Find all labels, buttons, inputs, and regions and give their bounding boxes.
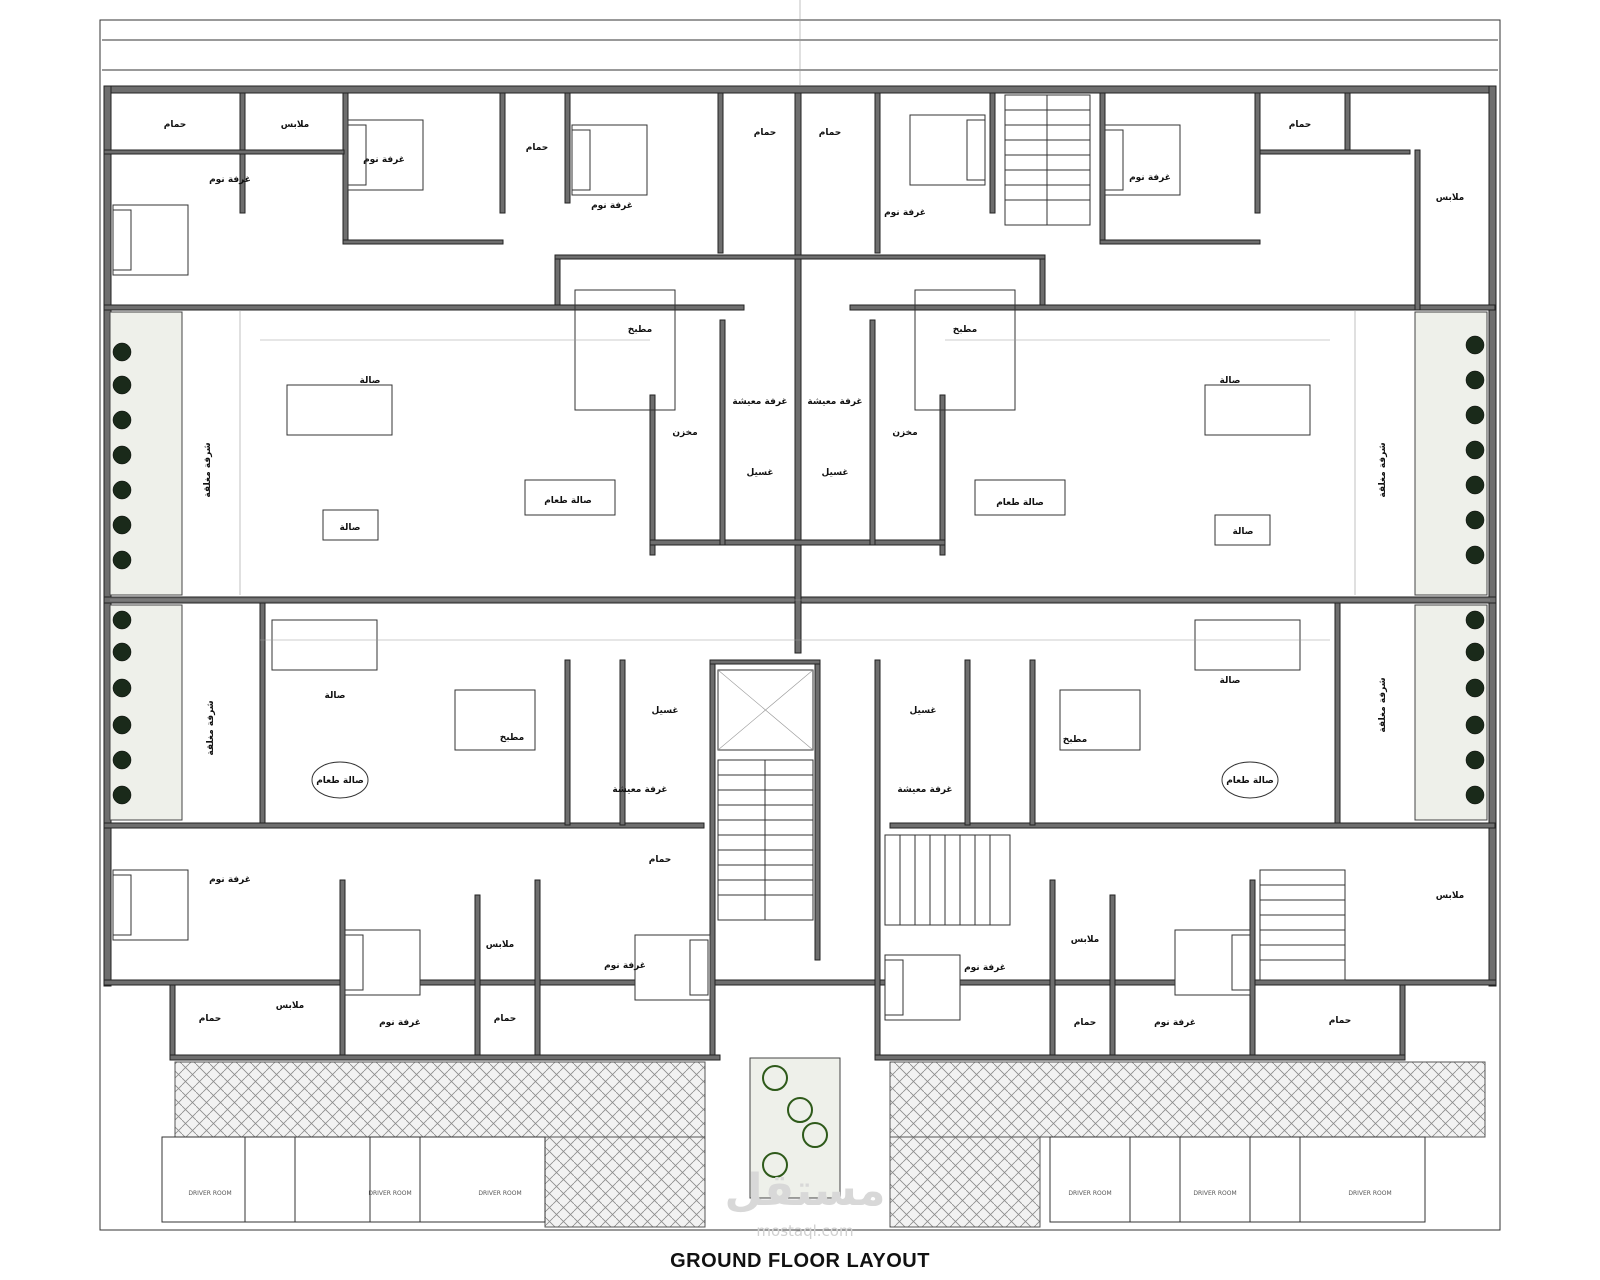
staircase-top <box>1004 94 1091 226</box>
label-bedroom: غرفة نوم <box>209 175 251 185</box>
planter-left-lower <box>109 604 183 821</box>
label-driver-room: DRIVER ROOM <box>368 1190 411 1197</box>
driver-rooms-right <box>1049 1136 1426 1223</box>
living-furniture <box>271 289 1311 799</box>
drawing-title: GROUND FLOOR LAYOUT <box>670 1250 930 1272</box>
dimension-lines <box>110 310 1490 641</box>
label-bedroom: غرفة نوم <box>1129 173 1171 183</box>
label-driver-room: DRIVER ROOM <box>478 1190 521 1197</box>
label-living: صالة <box>340 523 361 533</box>
label-driver-room: DRIVER ROOM <box>1193 1190 1236 1197</box>
label-bathroom: حمام <box>164 120 187 130</box>
label-bedroom: غرفة نوم <box>209 875 251 885</box>
staircase-right-lower <box>1259 869 1346 981</box>
watermark-site: mostaql.com <box>756 1222 854 1240</box>
label-bedroom: غرفة نوم <box>1154 1018 1196 1028</box>
label-bedroom: غرفة نوم <box>379 1018 421 1028</box>
label-maid-room: غرفة معيشة <box>732 397 787 407</box>
beds <box>112 114 1251 1021</box>
paving-left <box>174 1061 706 1138</box>
label-closed-balcony: شرفة مغلقة <box>1378 442 1388 497</box>
paving-right <box>889 1061 1486 1138</box>
label-wardrobe: ملابس <box>276 1001 305 1011</box>
label-maid-room: غرفة معيشة <box>612 785 667 795</box>
label-laundry: غسيل <box>746 468 773 478</box>
label-bedroom: غرفة نوم <box>884 208 926 218</box>
label-bedroom: غرفة نوم <box>604 961 646 971</box>
label-wardrobe: ملابس <box>1436 891 1465 901</box>
label-wardrobe: ملابس <box>281 120 310 130</box>
label-bathroom: حمام <box>1329 1016 1352 1026</box>
label-bathroom: حمام <box>494 1014 517 1024</box>
label-bathroom: حمام <box>649 855 672 865</box>
courtyard-plants <box>762 1065 828 1178</box>
label-maid-room: غرفة معيشة <box>807 397 862 407</box>
label-driver-room: DRIVER ROOM <box>1348 1190 1391 1197</box>
staircase-center <box>717 759 814 921</box>
label-kitchen: مطبخ <box>1063 735 1088 745</box>
label-bedroom: غرفة نوم <box>964 963 1006 973</box>
label-bathroom: حمام <box>199 1014 222 1024</box>
label-bedroom: غرفة نوم <box>363 155 405 165</box>
label-dining: صالة طعام <box>996 498 1044 508</box>
label-laundry: غسيل <box>909 706 936 716</box>
watermark-logo: مستقل <box>724 1165 886 1216</box>
label-closed-balcony: شرفة مغلقة <box>206 700 216 755</box>
planter-right-upper <box>1414 311 1488 596</box>
label-living: صالة <box>1233 527 1254 537</box>
exterior-walls <box>103 85 1497 987</box>
label-wardrobe: ملابس <box>1071 935 1100 945</box>
label-dining: صالة طعام <box>1226 776 1274 786</box>
label-living: صالة <box>1220 376 1241 386</box>
label-living: صالة <box>1220 676 1241 686</box>
label-bedroom: غرفة نوم <box>591 201 633 211</box>
staircase-center-right <box>884 834 1011 926</box>
label-living: صالة <box>325 691 346 701</box>
label-driver-room: DRIVER ROOM <box>1068 1190 1111 1197</box>
paving-right-lower <box>889 1136 1041 1228</box>
label-bathroom: حمام <box>1074 1018 1097 1028</box>
label-bathroom: حمام <box>1289 120 1312 130</box>
elevator <box>717 669 814 751</box>
label-kitchen: مطبخ <box>953 325 978 335</box>
label-bathroom: حمام <box>754 128 777 138</box>
label-laundry: غسيل <box>651 706 678 716</box>
label-bathroom: حمام <box>526 143 549 153</box>
paving-left-lower <box>544 1136 706 1228</box>
label-kitchen: مطبخ <box>500 733 525 743</box>
driver-rooms-left <box>161 1136 546 1223</box>
label-storage: مخزن <box>672 428 697 438</box>
label-closed-balcony: شرفة مغلقة <box>203 442 213 497</box>
label-closed-balcony: شرفة مغلقة <box>1378 677 1388 732</box>
label-wardrobe: ملابس <box>486 940 515 950</box>
label-driver-room: DRIVER ROOM <box>188 1190 231 1197</box>
label-maid-room: غرفة معيشة <box>897 785 952 795</box>
label-kitchen: مطبخ <box>628 325 653 335</box>
label-dining: صالة طعام <box>544 496 592 506</box>
planter-right-lower <box>1414 604 1488 821</box>
label-storage: مخزن <box>892 428 917 438</box>
planter-left-upper <box>109 311 183 596</box>
label-wardrobe: ملابس <box>1436 193 1465 203</box>
label-living: صالة <box>360 376 381 386</box>
label-dining: صالة طعام <box>316 776 364 786</box>
label-bathroom: حمام <box>819 128 842 138</box>
room-labels: غرفة نوم غرفة نوم غرفة نوم غرفة نوم غرفة… <box>164 120 1465 1197</box>
label-laundry: غسيل <box>821 468 848 478</box>
